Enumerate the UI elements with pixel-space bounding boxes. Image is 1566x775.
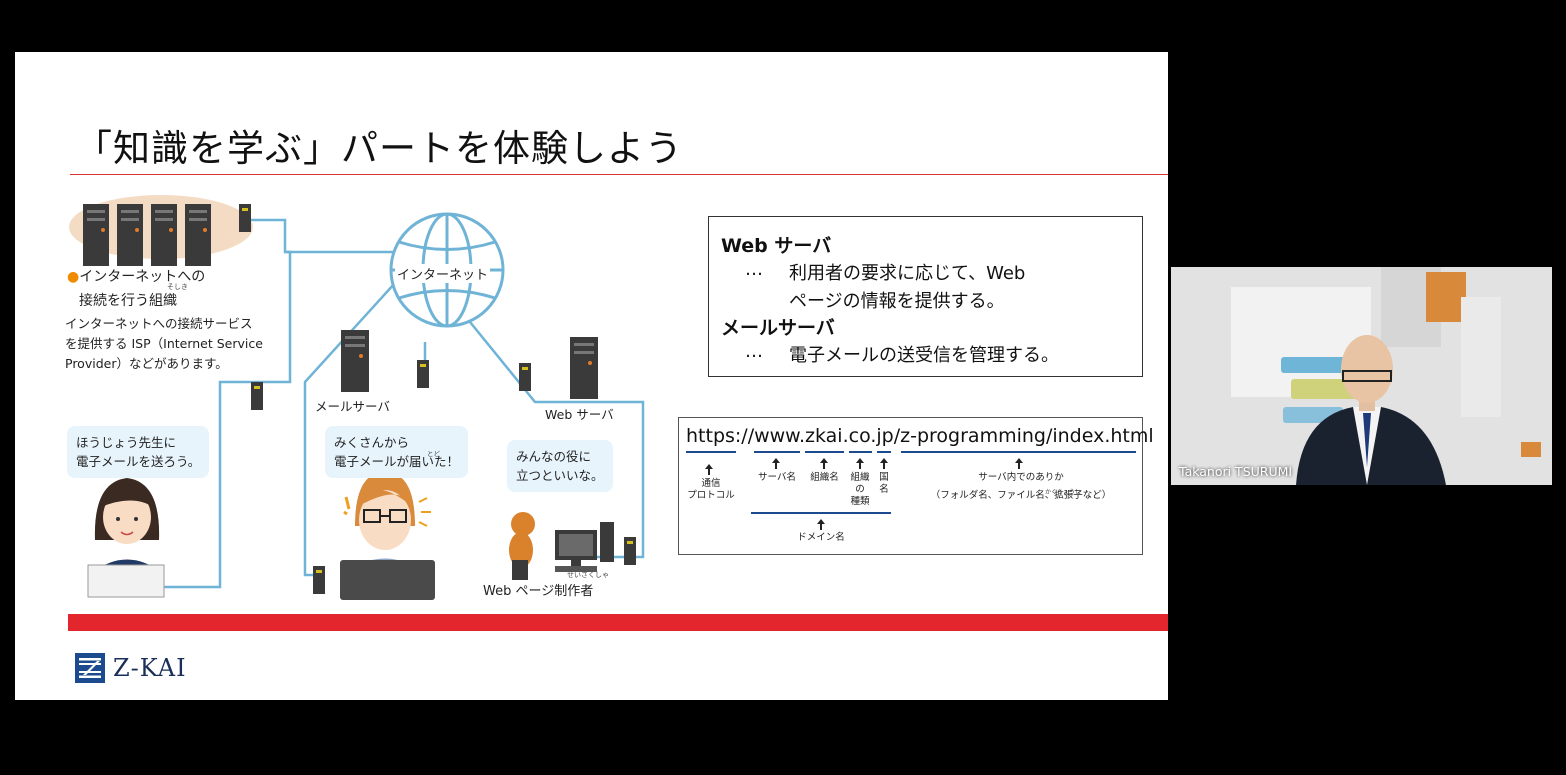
- web-server-heading: Web サーバ: [721, 235, 832, 257]
- presentation-slide: 「知識を学ぶ」パートを体験しよう: [15, 52, 1168, 700]
- web-definition-line1: 利用者の要求に応じて、Web: [789, 263, 1026, 284]
- web-server-icon: [570, 337, 598, 399]
- mail-server-label: メールサーバ: [315, 399, 390, 414]
- student-boy-icon: [340, 472, 435, 600]
- miku-ruby: とど: [427, 450, 440, 458]
- title-divider: [70, 174, 1168, 175]
- org-name-label: 組織名: [810, 472, 839, 483]
- web-creator-speech-bubble: みんなの役に 立つといいな。: [507, 440, 613, 492]
- domain-name-label: ドメイン名: [797, 532, 845, 543]
- web-creator-icon: [509, 512, 614, 580]
- creator-label: Web ページ制作者: [483, 584, 594, 599]
- slide-title: 「知識を学ぶ」パートを体験しよう: [75, 127, 683, 170]
- participant-video-feed: [1171, 267, 1552, 485]
- mail-server-icon: [341, 330, 369, 392]
- isp-description: インターネットへの接続サービス を提供する ISP（Internet Servi…: [65, 316, 263, 371]
- participant-name: Takanori TSURUMI: [1179, 464, 1293, 479]
- z-kai-logo-icon: [75, 653, 105, 683]
- mail-ellipsis: …: [745, 341, 763, 362]
- isp-server-cluster-icon: [69, 195, 253, 266]
- z-kai-logo: Z-KAI: [75, 653, 187, 683]
- server-name-label: サーバ名: [758, 472, 796, 483]
- z-kai-logo-text: Z-KAI: [113, 654, 187, 682]
- isp-heading-line2: 接続を行う組織: [79, 293, 177, 309]
- footer-red-band: [68, 614, 1168, 631]
- network-diagram: [69, 195, 645, 600]
- student-girl-icon: [87, 478, 165, 598]
- url-brackets: [686, 451, 1136, 530]
- location-label: サーバ内でのありか （フォルダ名、ファイル名、拡張子など） かくちょうし: [930, 472, 1112, 501]
- miku-speech-bubble: みくさんから 電子メールが届いた！ とど: [325, 426, 469, 478]
- internet-label: インターネット: [395, 264, 491, 283]
- url-structure-box: https://www.zkai.co.jp/z-programming/ind…: [678, 417, 1154, 555]
- definition-box: Web サーバ … 利用者の要求に応じて、Web ページの情報を提供する。 メー…: [708, 216, 1143, 377]
- url-text: https://www.zkai.co.jp/z-programming/ind…: [686, 425, 1154, 447]
- participant-video-tile[interactable]: Takanori TSURUMI: [1171, 267, 1552, 485]
- teacher-speech-bubble: ほうじょう先生に 電子メールを送ろう。: [67, 426, 210, 478]
- web-ellipsis: …: [745, 259, 763, 280]
- isp-heading-line1: ●インターネットへの: [67, 269, 206, 285]
- creator-ruby: せいさくしゃ: [567, 571, 609, 579]
- mail-definition: 電子メールの送受信を管理する。: [789, 345, 1059, 366]
- isp-heading-ruby: そしき: [167, 283, 188, 291]
- mail-server-heading: メールサーバ: [721, 317, 835, 339]
- protocol-label: 通信プロトコル: [687, 478, 735, 501]
- web-definition-line2: ページの情報を提供する。: [789, 291, 1005, 312]
- country-label: 国名: [879, 472, 889, 495]
- org-type-label: 組織の種類: [850, 472, 870, 507]
- web-server-label: Web サーバ: [545, 407, 614, 422]
